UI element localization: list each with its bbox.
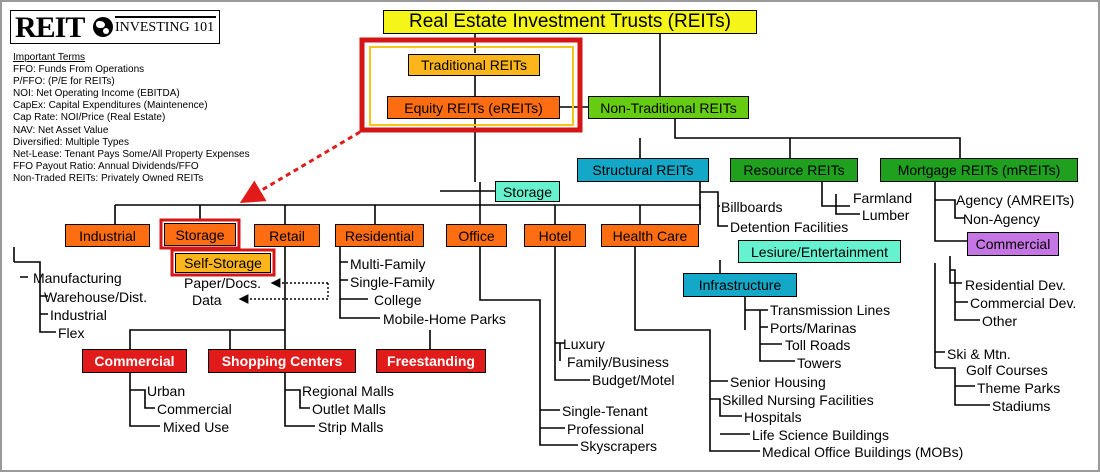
infrastructure-node: Infrastructure (683, 273, 797, 297)
resource-reits-node: Resource REITs (730, 158, 858, 182)
list-item: Professional (567, 421, 645, 437)
list-item: Commercial Dev. (970, 295, 1077, 311)
term-item: Cap Rate: NOI/Price (Real Estate) (13, 112, 166, 124)
shopping-centers-node: Shopping Centers (208, 349, 356, 373)
retail-node: Retail (254, 224, 320, 247)
list-item: Non-Agency (963, 211, 1041, 227)
structural-reits-node: Structural REITs (577, 158, 709, 182)
health-care-node: Health Care (601, 224, 699, 247)
list-item: Paper/Docs. (184, 275, 262, 291)
reit-investing-logo: REIT INVESTING 101 (10, 10, 220, 44)
list-item: Commercial (157, 401, 232, 417)
storage-node: Storage (164, 223, 236, 246)
terms-heading: Important Terms (13, 52, 86, 63)
term-item: FFO: Funds From Operations (13, 64, 145, 76)
storage-top-node: Storage (495, 181, 560, 202)
list-item: Industrial (50, 307, 107, 323)
list-item: Senior Housing (730, 374, 826, 390)
list-item: Mobile-Home Parks (383, 311, 506, 327)
list-item: Family/Business (567, 354, 669, 370)
list-item: Urban (147, 383, 186, 399)
term-item: NAV: Net Asset Value (13, 124, 109, 136)
list-item: Mixed Use (163, 419, 230, 435)
list-item: Warehouse/Dist. (44, 289, 147, 305)
list-item: Strip Malls (318, 419, 384, 435)
globe-icon (93, 17, 113, 37)
root-node: Real Estate Investment Trusts (REITs) (383, 10, 757, 34)
list-item: Skilled Nursing Facilities (722, 392, 874, 408)
term-item: Non-Traded REITs: Privately Owned REITs (13, 172, 204, 184)
logo-subtitle: INVESTING 101 (115, 20, 215, 35)
hotel-node: Hotel (524, 224, 586, 247)
list-item: Multi-Family (350, 256, 426, 272)
logo-text: REIT (15, 11, 85, 44)
list-item: Other (982, 313, 1018, 329)
list-item: Ski & Mtn. (947, 346, 1011, 362)
freestanding-node: Freestanding (376, 349, 486, 373)
term-item: P/FFO: (P/E for REITs) (13, 76, 115, 88)
commercial-retail-node: Commercial (82, 349, 187, 373)
list-item: Golf Courses (966, 362, 1048, 378)
term-item: FFO Payout Ratio: Annual Dividends/FFO (13, 160, 199, 172)
list-item: Detention Facilities (730, 219, 849, 235)
list-item: Manufacturing (33, 270, 122, 286)
traditional-reits-node: Traditional REITs (408, 54, 540, 76)
list-item: Skyscrapers (580, 438, 658, 454)
list-item: Medical Office Buildings (MOBs) (762, 444, 964, 460)
list-item: Budget/Motel (592, 372, 675, 388)
list-item: Regional Malls (302, 383, 394, 399)
list-item: Stadiums (992, 398, 1051, 414)
list-item: Towers (797, 355, 842, 371)
list-item: Ports/Marinas (770, 320, 857, 336)
industrial-node: Industrial (65, 224, 150, 247)
residential-node: Residential (335, 224, 424, 247)
list-item: Transmission Lines (770, 302, 891, 318)
list-item: Lumber (862, 207, 910, 223)
list-item: Single-Tenant (562, 403, 648, 419)
list-item: Theme Parks (977, 380, 1061, 396)
term-item: Diversified: Multiple Types (13, 136, 129, 148)
list-item: Single-Family (350, 274, 435, 290)
list-item: Agency (AMREITs) (956, 192, 1075, 208)
list-item: Life Science Buildings (752, 427, 889, 443)
non-traditional-reits-node: Non-Traditional REITs (588, 96, 749, 119)
term-item: NOI: Net Operating Income (EBITDA) (13, 88, 180, 100)
list-item: Hospitals (744, 409, 802, 425)
office-node: Office (446, 224, 507, 247)
list-item: Luxury (563, 336, 606, 352)
term-item: CapEx: Capital Expenditures (Maintenence… (13, 100, 208, 112)
self-storage-node: Self-Storage (175, 253, 271, 273)
logo-bar (115, 16, 216, 18)
list-item: Billboards (721, 199, 783, 215)
leisure-entertainment-node: Lesiure/Entertainment (738, 240, 901, 263)
mortgage-reits-node: Mortgage REITs (mREITs) (880, 158, 1078, 182)
list-item: Residential Dev. (965, 277, 1066, 293)
list-item: Outlet Malls (312, 401, 386, 417)
list-item: Flex (58, 325, 85, 341)
list-item: Toll Roads (785, 337, 851, 353)
list-item: Data (192, 292, 222, 308)
important-terms: Important Terms FFO: Funds From Operatio… (13, 52, 250, 185)
list-item: Farmland (853, 190, 913, 206)
list-item: College (374, 292, 422, 308)
commercial-mreit-node: Commercial (967, 232, 1059, 256)
equity-reits-node: Equity REITs (eREITs) (387, 96, 560, 119)
term-item: Net-Lease: Tenant Pays Some/All Property… (13, 148, 250, 160)
